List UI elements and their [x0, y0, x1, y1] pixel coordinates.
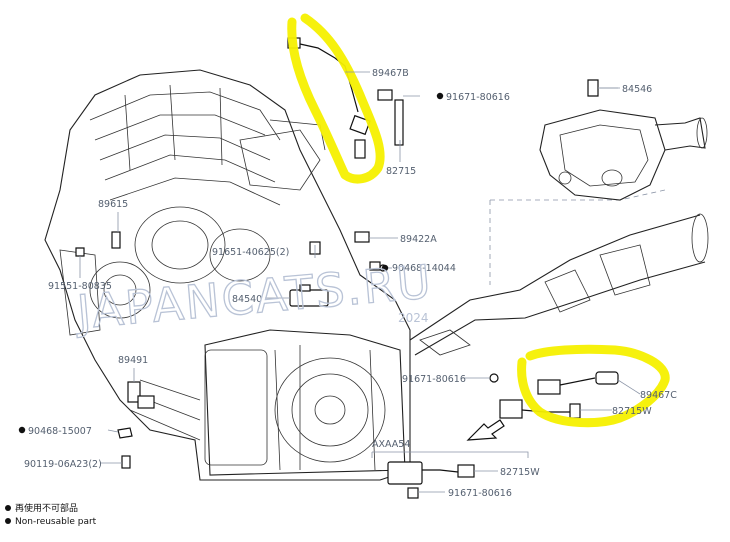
non-reusable-dot: [381, 264, 389, 272]
legend-text-en: Non-reusable part: [15, 517, 97, 527]
label-84540: 84540: [232, 294, 262, 305]
label-89491: 89491: [118, 355, 148, 366]
label-82715w-box: 82715W: [500, 467, 540, 478]
non-reusable-dot: [18, 426, 26, 434]
legend: 再使用不可部品 Non-reusable part: [5, 502, 97, 527]
non-reusable-dot: [436, 92, 444, 100]
legend-dot-en: [5, 518, 11, 524]
label-axaa54: AXAA54: [372, 439, 410, 450]
part-number-labels: 89467B 91671-80616 82715 84546 89615 915…: [24, 68, 677, 499]
label-89467c: 89467C: [640, 390, 677, 401]
label-82715: 82715: [386, 166, 416, 177]
label-91671-80616-top: 91671-80616: [446, 92, 510, 103]
leader-lines: [79, 71, 641, 493]
label-90468-15007: 90468-15007: [28, 426, 92, 437]
label-91651-40625: 91651-40625(2): [212, 247, 289, 258]
lower-o2-sensor-89467c: [489, 371, 619, 419]
label-90119-06a23: 90119-06A23(2): [24, 459, 102, 470]
legend-text-jp: 再使用不可部品: [15, 502, 78, 514]
label-91671-80616-mid: 91671-80616: [402, 374, 466, 385]
differential-assembly: [539, 79, 708, 201]
watermark: JAPANCATS.RU: [72, 254, 435, 339]
highlight-marks: [287, 13, 670, 428]
knock-sensor-89615: [75, 231, 121, 257]
label-89467b: 89467B: [372, 68, 409, 79]
label-91551-80835: 91551-80835: [48, 281, 112, 292]
legend-dot-jp: [5, 505, 11, 511]
label-89615: 89615: [98, 199, 128, 210]
label-91671-80616-box: 91671-80616: [448, 488, 512, 499]
label-82715w-right: 82715W: [612, 406, 652, 417]
engine-assembly: [44, 69, 709, 481]
axaa54-inset: [371, 451, 529, 499]
direction-arrow: [466, 419, 505, 441]
speed-sensor-89491: [117, 381, 155, 469]
sensor-84540: [289, 261, 387, 307]
watermark-year: 2024: [398, 311, 429, 325]
sensor-89422a: [309, 231, 370, 255]
label-84546: 84546: [622, 84, 652, 95]
label-90468-14044: 90468-14044: [392, 263, 456, 274]
label-89422a: 89422A: [400, 234, 437, 245]
